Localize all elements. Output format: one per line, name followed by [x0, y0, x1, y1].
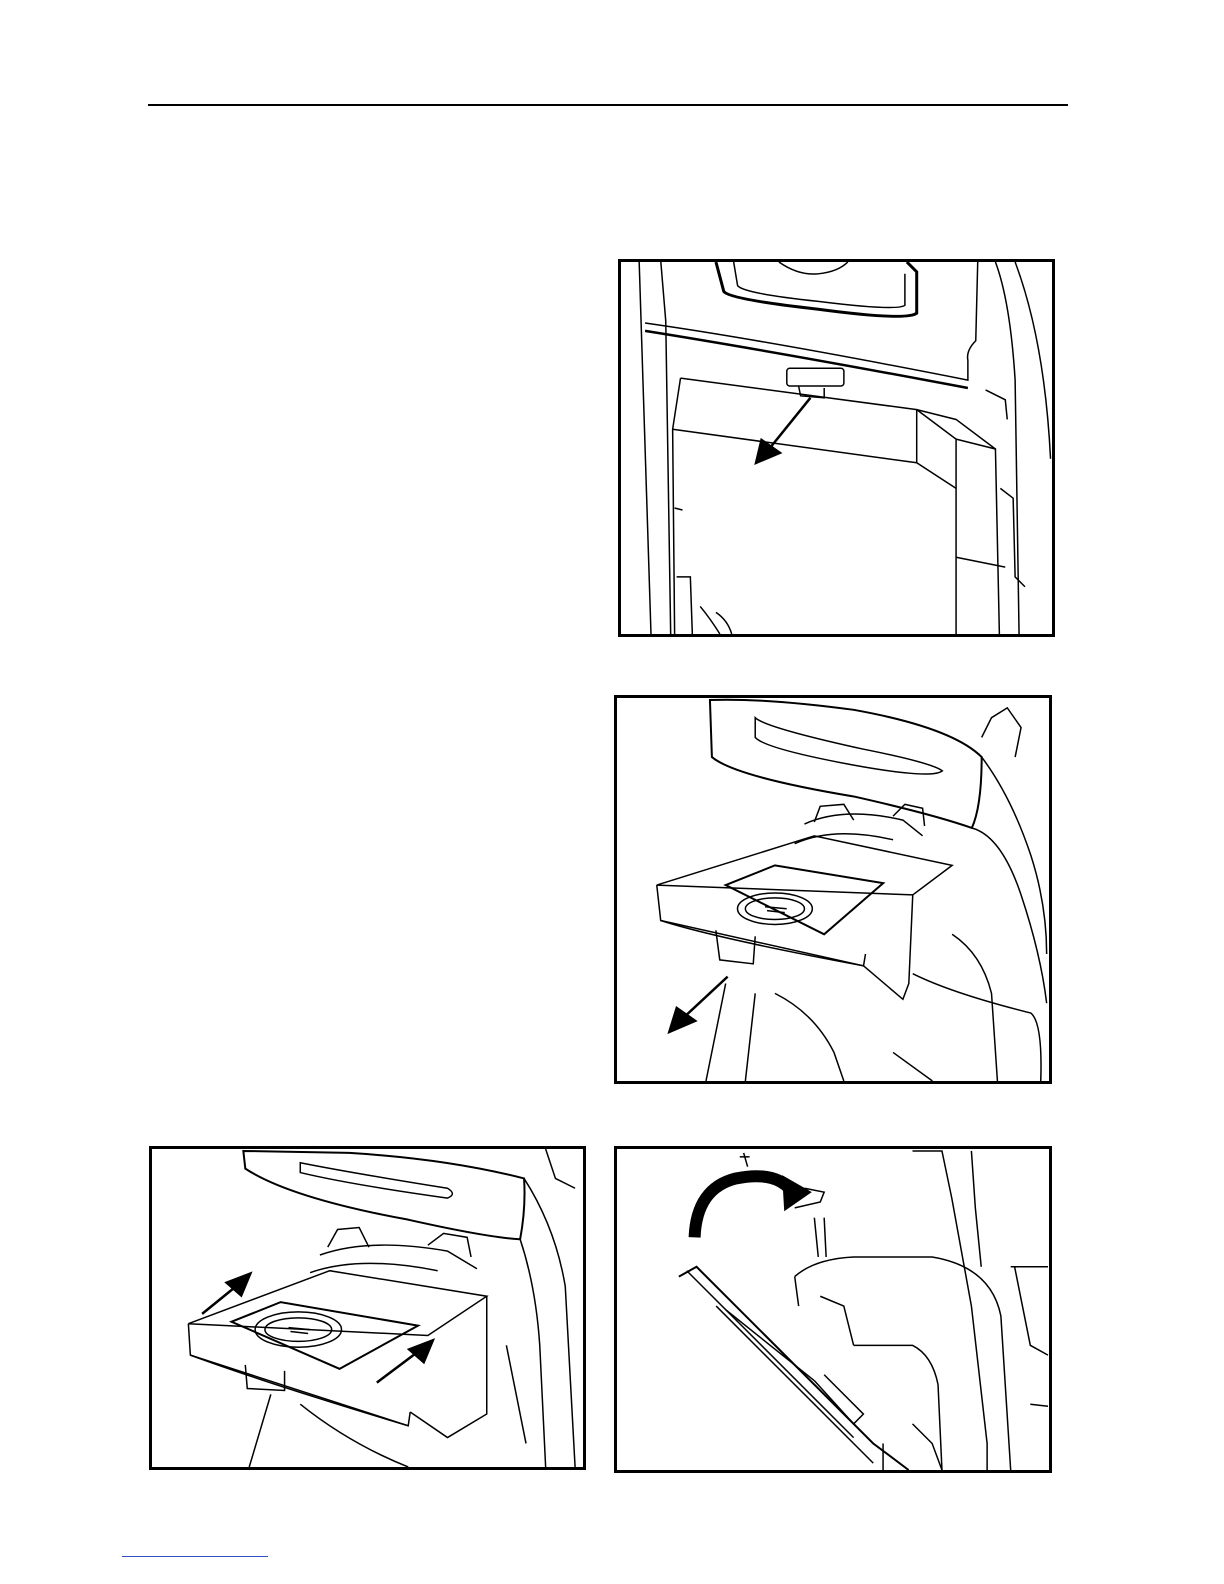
arrow-down-left-icon [755, 398, 810, 464]
bag-holder-insert-illustration [152, 1149, 583, 1467]
figure-lid-close [614, 1146, 1052, 1473]
arrow-up-right-icon [202, 1273, 251, 1314]
lid-close-illustration [617, 1149, 1049, 1470]
arrow-down-left-icon [669, 977, 728, 1033]
footer-rule [122, 1556, 268, 1557]
header-rule [148, 104, 1068, 106]
arrow-up-right-icon [377, 1339, 434, 1382]
figure-bag-holder-slide-out [614, 695, 1052, 1084]
figure-bag-holder-insert [149, 1146, 586, 1470]
figure-open-bag-compartment [618, 259, 1055, 637]
bag-holder-slide-out-illustration [617, 698, 1049, 1081]
vacuum-bag-door-open-illustration [621, 262, 1052, 634]
curved-arrow-clockwise-icon [695, 1176, 811, 1237]
